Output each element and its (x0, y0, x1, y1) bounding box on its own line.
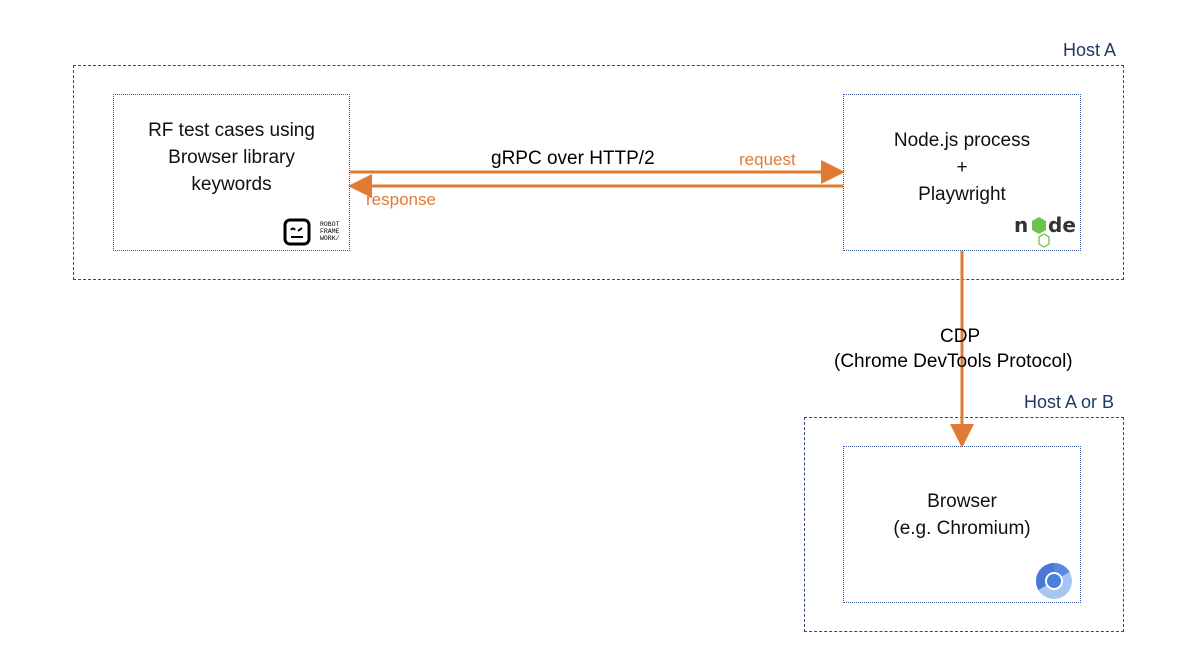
browser-line: Browser (927, 490, 997, 512)
cdp-full-label: (Chrome DevTools Protocol) (834, 351, 1073, 372)
request-label: request (739, 150, 796, 169)
rf-line: Browser library (168, 147, 295, 168)
svg-text:de: de (1048, 213, 1076, 237)
robot-framework-logo-icon: ROBOT FRAME WORK/ (283, 218, 340, 246)
svg-text:n: n (1014, 213, 1028, 237)
host-a-label: Host A (1063, 40, 1117, 60)
svg-text:FRAME: FRAME (320, 228, 340, 235)
host-ab-label: Host A or B (1024, 392, 1115, 412)
chromium-logo-icon (1035, 563, 1072, 599)
rf-line: keywords (191, 174, 272, 195)
node-line: Playwright (918, 184, 1006, 205)
response-label: response (366, 190, 436, 209)
host-ab-boundary (804, 417, 1124, 632)
rf-line: RF test cases using (148, 120, 315, 141)
rf-box: RF test cases using Browser library keyw… (113, 94, 350, 251)
grpc-label: gRPC over HTTP/2 (491, 148, 655, 169)
svg-text:ROBOT: ROBOT (320, 221, 340, 228)
cdp-label: CDP (940, 326, 981, 347)
nodejs-logo-icon: n de (1014, 213, 1076, 248)
browser-line: (e.g. Chromium) (893, 517, 1031, 539)
node-box: Node.js process + Playwright (843, 94, 1081, 251)
node-line: Node.js process (893, 130, 1031, 151)
node-line: + (956, 157, 968, 178)
host-a-boundary (73, 65, 1124, 280)
svg-text:WORK/: WORK/ (320, 235, 340, 242)
